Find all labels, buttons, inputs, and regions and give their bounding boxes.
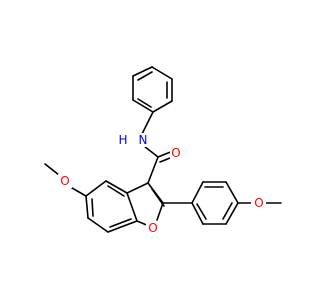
bond — [132, 66, 153, 77]
bonds — [44, 66, 282, 233]
bond — [222, 202, 233, 220]
bond — [151, 188, 165, 207]
bond — [225, 181, 239, 204]
bond — [85, 180, 107, 197]
bond — [137, 98, 152, 108]
bond — [44, 163, 60, 176]
bond — [156, 202, 164, 221]
furan-oxygen-label: O — [148, 221, 157, 235]
bond — [141, 111, 154, 135]
label-backdrop — [146, 221, 160, 235]
bond — [191, 181, 204, 204]
bond — [147, 156, 159, 184]
bond — [143, 145, 159, 158]
bond — [85, 195, 89, 219]
nitrogen-atom-label: N — [139, 133, 148, 147]
bond — [105, 180, 128, 194]
bond — [137, 71, 153, 81]
label-backdrop — [58, 174, 72, 188]
bond — [107, 185, 125, 197]
hydrogen-atom-label: H — [118, 133, 127, 147]
label-backdrop — [117, 133, 129, 147]
bond — [71, 187, 87, 197]
bond — [126, 182, 149, 194]
bond — [87, 217, 109, 233]
methoxy-oxygen-right-label: O — [254, 196, 263, 210]
label-backdrop — [251, 196, 266, 210]
bond — [107, 220, 138, 233]
carbonyl-oxygen-label: O — [171, 146, 180, 160]
bond — [191, 202, 204, 225]
bond — [109, 218, 132, 228]
label-backdrop — [137, 133, 150, 147]
bond — [126, 192, 138, 222]
bond — [225, 202, 239, 225]
bond — [91, 198, 94, 217]
methoxy-oxygen-left-label: O — [60, 174, 69, 188]
bond — [132, 99, 154, 113]
bond — [196, 203, 207, 220]
molecule-structure: N H O O O O — [44, 66, 282, 235]
bond — [152, 100, 173, 113]
atom-labels: N H O O O O — [58, 133, 266, 235]
label-backdrop — [170, 146, 183, 160]
bond — [151, 66, 173, 80]
